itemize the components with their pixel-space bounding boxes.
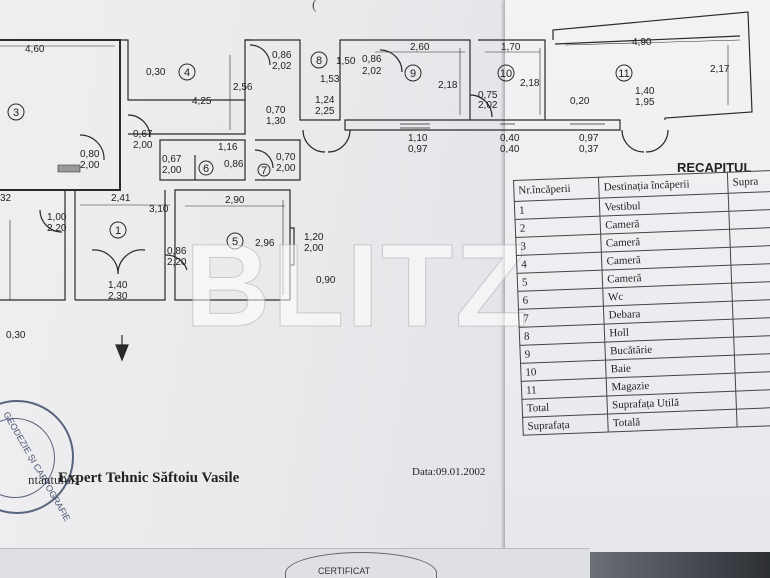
door-label: 2,20 xyxy=(167,257,187,268)
dim-room4-height: 2,56 xyxy=(233,82,253,93)
background-surface xyxy=(590,552,770,578)
cell-area xyxy=(729,208,770,230)
dim-room10-width: 1,70 xyxy=(501,42,521,53)
cell-area xyxy=(735,370,770,392)
door-label: 1,40 xyxy=(635,86,655,97)
dim-room11-height: 2,17 xyxy=(710,64,730,75)
dim-room5-width: 2,90 xyxy=(225,195,245,206)
recap-sheet xyxy=(505,0,770,560)
dim-room8-c: 0,86 xyxy=(362,54,382,65)
room-number-1: 1 xyxy=(115,225,121,237)
dim-room5-wall: 0,90 xyxy=(316,275,336,286)
room-number-11: 11 xyxy=(618,68,629,80)
window-label: 2,00 xyxy=(304,243,324,254)
dim-room8-b: 1,53 xyxy=(320,74,340,85)
door-label: 1,24 xyxy=(315,95,335,106)
room-number-8: 8 xyxy=(316,55,322,67)
door-label: 2,00 xyxy=(133,140,153,151)
dim-room9-width: 2,60 xyxy=(410,42,430,53)
certificate-text: CERTIFICAT xyxy=(318,566,371,576)
recap-title: RECAPITUL xyxy=(677,160,752,175)
recap-table: Nr.încăperii Destinația încăperii Supra … xyxy=(513,169,770,436)
room-number-9: 9 xyxy=(410,68,416,80)
footer-prefix: ntantului: xyxy=(28,472,78,487)
dim-room10-height: 2,18 xyxy=(520,78,540,89)
document-date: Data:09.01.2002 xyxy=(412,466,486,478)
room-number-10: 10 xyxy=(500,68,512,80)
room-number-7: 7 xyxy=(261,165,267,177)
window-label: 1,10 xyxy=(408,133,428,144)
room-number-5: 5 xyxy=(232,236,238,248)
room-number-6: 6 xyxy=(203,163,209,175)
expert-signature-line: Expert Tehnic Săftoiu Vasile xyxy=(58,470,240,486)
room-number-4: 4 xyxy=(184,67,190,79)
dim-room11-width: 4,90 xyxy=(632,37,652,48)
col-header: Supra xyxy=(727,169,770,194)
dim-room7-a: 0,70 xyxy=(276,152,296,163)
dim-room1-side: 3,10 xyxy=(149,204,169,215)
door-label: 1,40 xyxy=(108,280,128,291)
door-label: 1,30 xyxy=(266,116,286,127)
door-label: 2,20 xyxy=(47,223,67,234)
dim-label: 0,30 xyxy=(6,330,26,341)
door-label: 0,80 xyxy=(80,149,100,160)
window-label: 0,97 xyxy=(579,133,599,144)
door-label: 0,67 xyxy=(133,129,153,140)
window-label: 0,40 xyxy=(500,144,520,155)
door-label: 2,02 xyxy=(478,100,498,111)
door-label: 1,00 xyxy=(47,212,67,223)
dim-room6-width: 1,16 xyxy=(218,142,238,153)
door-label: 2,00 xyxy=(80,160,100,171)
dim-room8-d: 2,02 xyxy=(362,66,382,77)
dim-room3-wall: 0,30 xyxy=(146,67,166,78)
recap-table-wrap: Nr.încăperii Destinația încăperii Supra … xyxy=(513,169,770,436)
door-label: 0,86 xyxy=(272,50,292,61)
room-number-3: 3 xyxy=(13,107,19,119)
dim-label: 32 xyxy=(0,193,12,204)
dim-label: 0,20 xyxy=(570,96,590,107)
top-note: ( xyxy=(312,0,317,13)
cell-area xyxy=(736,406,770,428)
door-label: 2,02 xyxy=(272,61,292,72)
door-label: 0,67 xyxy=(162,154,182,165)
window-label: 0,97 xyxy=(408,144,428,155)
window-label: 0,40 xyxy=(500,133,520,144)
dim-room6-height: 0,86 xyxy=(224,159,244,170)
cell-area xyxy=(732,280,770,302)
watermark-logo: BLITZ xyxy=(184,220,530,353)
cell-area xyxy=(733,316,770,338)
cell-area xyxy=(732,298,770,320)
dim-room3-width: 4,60 xyxy=(25,44,45,55)
dim-room4-width: 4,25 xyxy=(192,96,212,107)
door-label: 2,00 xyxy=(162,165,182,176)
dim-room9-height: 2,18 xyxy=(438,80,458,91)
door-label: 0,86 xyxy=(167,246,187,257)
cell-area xyxy=(731,262,770,284)
window-label: 0,37 xyxy=(579,144,599,155)
door-label: 1,95 xyxy=(635,97,655,108)
dim-room7-b: 2,00 xyxy=(276,163,296,174)
door-label: 0,75 xyxy=(478,90,498,101)
dim-room8-a: 1,50 xyxy=(336,56,356,67)
cell-area xyxy=(730,244,770,266)
door-label: 2,25 xyxy=(315,106,335,117)
cell-area xyxy=(728,190,770,212)
cell-final-label: Suprafața xyxy=(522,414,609,436)
cell-area xyxy=(736,388,770,410)
door-label: 2,30 xyxy=(108,291,128,302)
cell-area xyxy=(729,226,770,248)
dim-room5-height: 2,96 xyxy=(255,238,275,249)
dim-label: 2,41 xyxy=(111,193,131,204)
window-label: 1,20 xyxy=(304,232,324,243)
cell-area xyxy=(734,352,770,374)
cell-area xyxy=(734,334,770,356)
door-label: 0,70 xyxy=(266,105,286,116)
